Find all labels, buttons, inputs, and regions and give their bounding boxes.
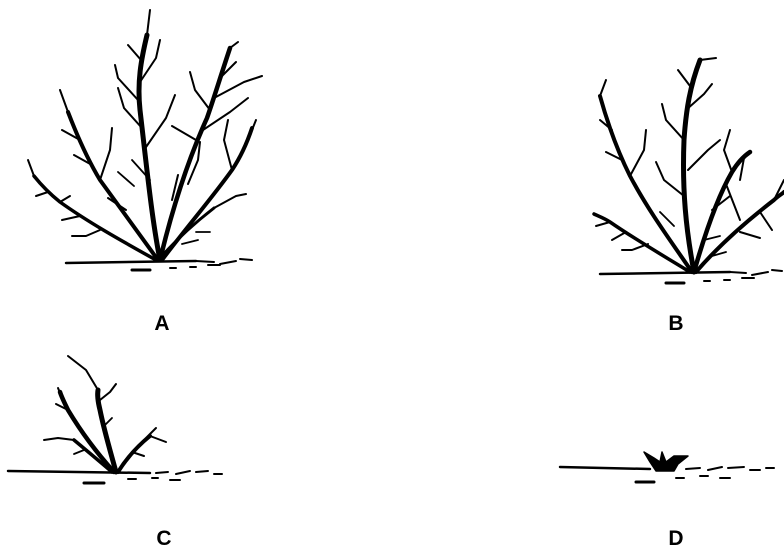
branches-a: [27, 9, 263, 245]
shrub-a-illustration: [27, 9, 263, 272]
panel-c: C: [6, 355, 223, 550]
panel-a: A: [27, 9, 263, 335]
shrub-b-illustration: [592, 57, 784, 285]
stump-d: [643, 451, 689, 472]
shrub-d-illustration: [558, 451, 775, 484]
panel-label-c: C: [156, 527, 171, 550]
trunks-a: [32, 32, 254, 263]
shrub-c-illustration: [6, 355, 223, 485]
panel-label-a: A: [154, 312, 169, 335]
ground-line-d: [558, 465, 775, 484]
branches-c: [43, 355, 167, 457]
panel-b: B: [592, 57, 784, 335]
trunks-b: [592, 57, 784, 275]
panel-d: D: [558, 451, 775, 550]
panel-label-d: D: [668, 527, 683, 550]
ground-line-b: [598, 269, 783, 285]
ground-line-c: [6, 469, 223, 485]
branches-b: [595, 57, 784, 257]
stems-c: [57, 387, 152, 475]
panel-label-b: B: [668, 312, 683, 335]
ground-line-a: [64, 258, 253, 272]
